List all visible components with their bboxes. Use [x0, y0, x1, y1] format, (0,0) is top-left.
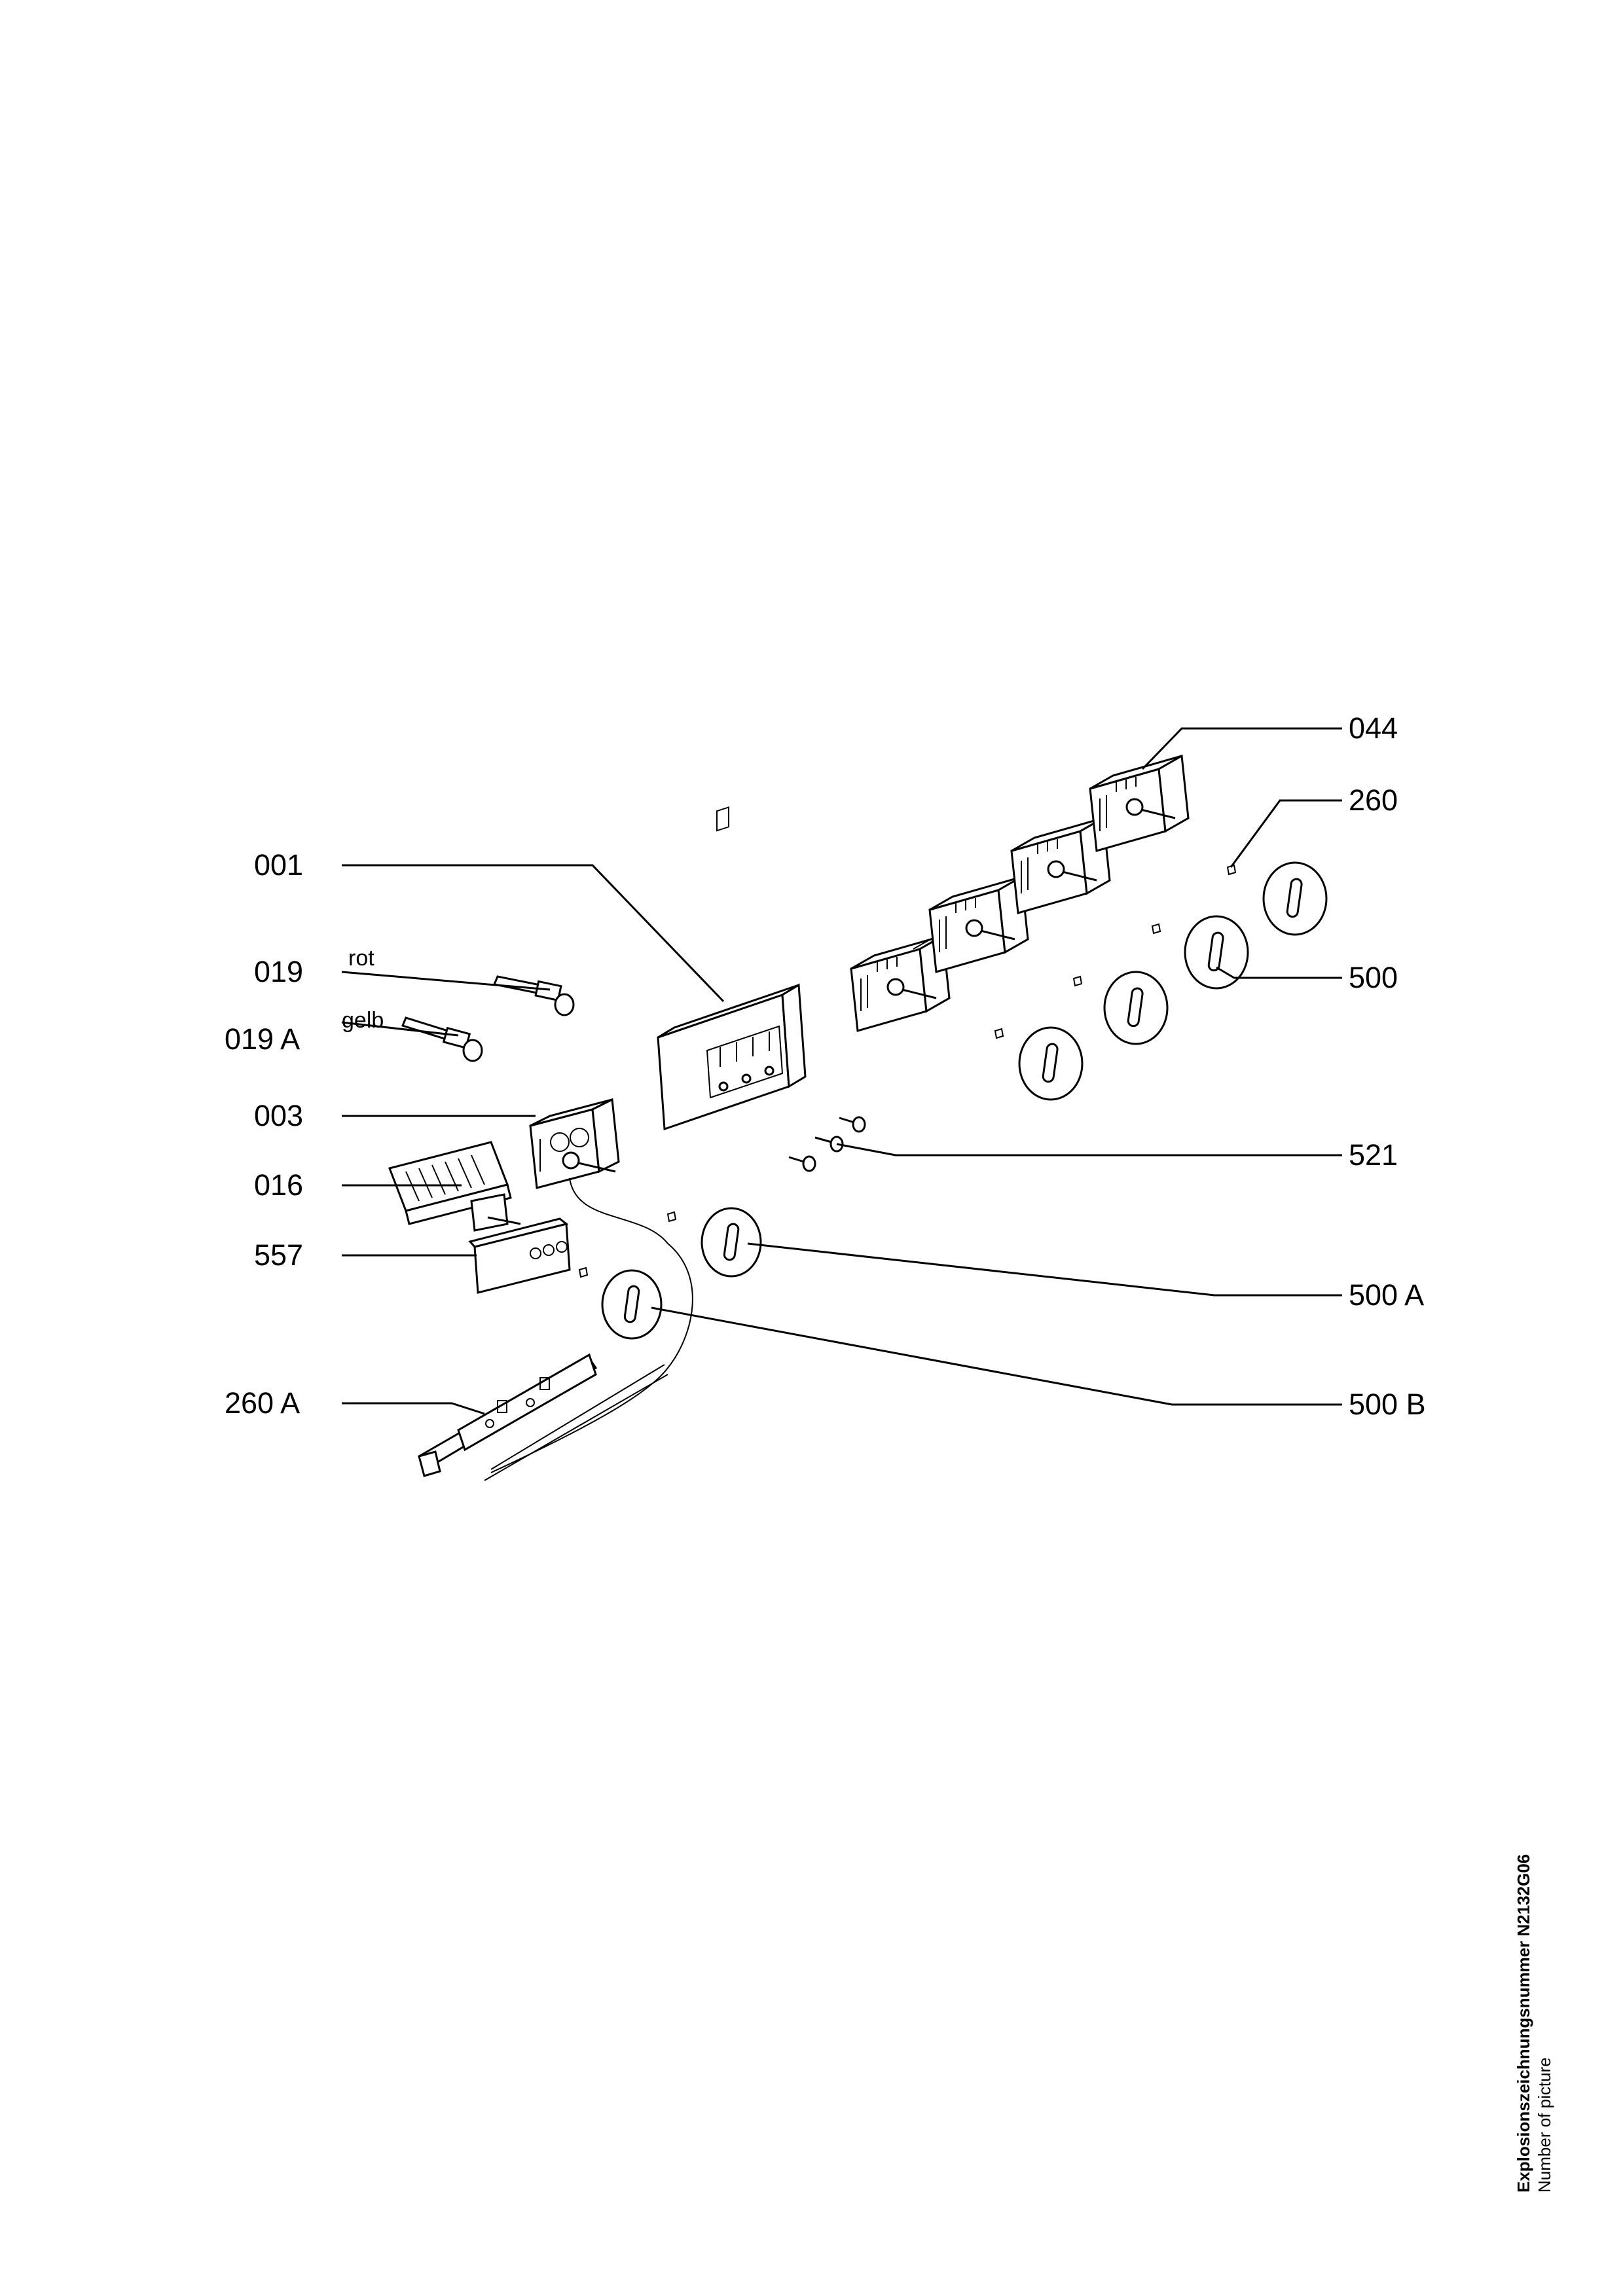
part-557-terminal-block	[468, 1217, 571, 1294]
label-019a: 019 A	[225, 1022, 300, 1056]
part-500b-knob	[601, 1269, 663, 1340]
drawing-number-subtitle: Number of picture	[1535, 2057, 1554, 2193]
sublabel-gelb: gelb	[342, 1008, 384, 1033]
sublabel-rot: rot	[348, 946, 374, 971]
label-016: 016	[254, 1168, 303, 1202]
label-019: 019	[254, 955, 303, 988]
part-260-clips	[578, 864, 1237, 1278]
part-044-switch-2	[928, 875, 1029, 973]
part-019a-lamp-yellow	[401, 1016, 483, 1062]
part-044-switch-4	[1089, 754, 1190, 852]
label-500b: 500 B	[1349, 1388, 1426, 1421]
part-001-timer	[657, 806, 807, 1131]
capillary-tube	[490, 1177, 693, 1473]
label-044: 044	[1349, 711, 1398, 745]
label-500a: 500 A	[1349, 1278, 1424, 1312]
label-500: 500	[1349, 961, 1398, 994]
label-557: 557	[254, 1238, 303, 1272]
part-003-regulator	[529, 1098, 620, 1189]
part-016-selector	[388, 1141, 521, 1232]
label-521: 521	[1349, 1138, 1398, 1172]
leader-lines	[341, 727, 1342, 1415]
part-044-switch-3	[1010, 816, 1111, 914]
label-001: 001	[254, 848, 303, 882]
part-500-knobs	[1018, 861, 1328, 1101]
label-260: 260	[1349, 783, 1398, 817]
label-003: 003	[254, 1099, 303, 1132]
label-260a: 260 A	[225, 1386, 300, 1420]
part-260a-bracket	[418, 1353, 668, 1481]
part-019-lamp-red	[492, 975, 575, 1016]
part-521-buttons	[788, 1116, 866, 1172]
part-500a-knob	[701, 1207, 762, 1278]
drawing-number-title: Explosionszeichnungsnummer N2132G06	[1514, 1854, 1533, 2193]
